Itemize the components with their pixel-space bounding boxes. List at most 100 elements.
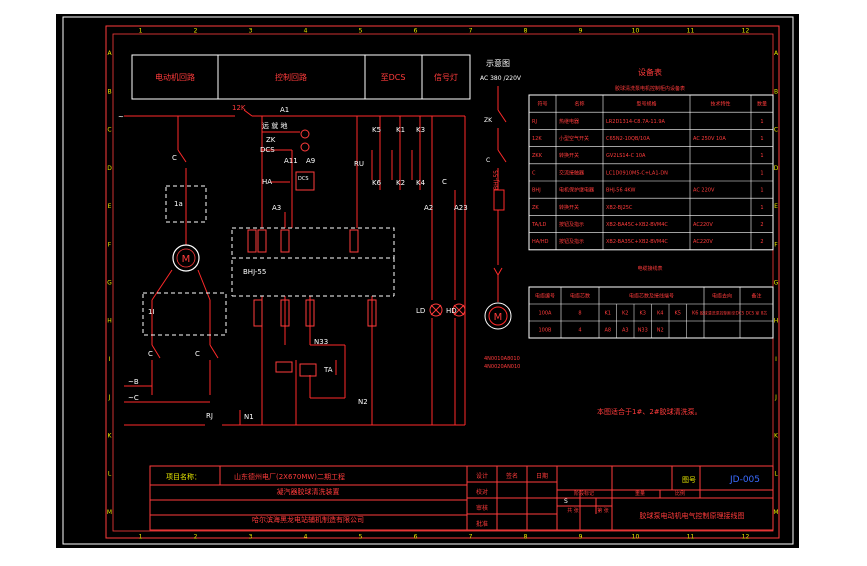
grid-row-right-H: H bbox=[774, 318, 779, 325]
grid-col-top-10: 10 bbox=[632, 28, 640, 35]
grid-col-top-2: 2 bbox=[194, 28, 198, 35]
relay-k3-label: K3 bbox=[416, 126, 425, 134]
equipment-table-frame bbox=[528, 94, 774, 251]
scale-label-1: 重量 bbox=[635, 490, 645, 497]
equipment-cell: 1 bbox=[760, 136, 763, 142]
grid-col-bottom-12: 12 bbox=[742, 534, 750, 541]
grid-col-bottom-11: 11 bbox=[687, 534, 695, 541]
equipment-cell: BHJ bbox=[532, 188, 541, 194]
supply-tilde-label: ~ bbox=[118, 113, 124, 121]
equipment-cell: 热继电器 bbox=[559, 118, 579, 125]
cable-cell: K4 bbox=[657, 311, 663, 317]
n1-label: N1 bbox=[244, 413, 254, 421]
cable-cell: 100B bbox=[539, 328, 553, 334]
grid-row-left-I: I bbox=[109, 356, 111, 363]
grid-col-bottom-10: 10 bbox=[632, 534, 640, 541]
grid-col-bottom-3: 3 bbox=[249, 534, 253, 541]
contactor-c-label: C bbox=[172, 154, 177, 162]
drawing-border bbox=[112, 33, 774, 532]
section-headers bbox=[131, 54, 471, 100]
grid-row-right-D: D bbox=[774, 165, 779, 172]
equipment-cell: AC 250V 10A bbox=[693, 136, 726, 142]
contact-a11-label: A11 bbox=[284, 157, 298, 165]
a3-label: A3 bbox=[272, 204, 281, 212]
grid-row-left-L: L bbox=[108, 471, 112, 478]
contactor-c-lamp-label: C bbox=[442, 178, 447, 186]
a1-label: A1 bbox=[280, 106, 289, 114]
column-0: 签名 bbox=[506, 472, 518, 480]
contact-c-left-label: C bbox=[148, 350, 153, 358]
ha-label: HA bbox=[262, 178, 272, 186]
motor-label: M bbox=[182, 254, 191, 265]
cable-cell: 4 bbox=[578, 328, 581, 334]
grid-col-top-7: 7 bbox=[469, 28, 473, 35]
cable-header-4: 备注 bbox=[751, 293, 761, 300]
indicator-lamps bbox=[300, 129, 466, 317]
equipment-cell: 2 bbox=[760, 222, 763, 228]
grid-row-right-C: C bbox=[774, 127, 778, 134]
hd-label: HD bbox=[446, 307, 457, 315]
contact-a9-label: A9 bbox=[306, 157, 315, 165]
cable-table-title: 电缆接线表 bbox=[637, 265, 662, 272]
grid-row-right-J: J bbox=[774, 394, 777, 401]
grid-col-top-1: 1 bbox=[139, 28, 143, 35]
ta-label: TA bbox=[323, 366, 333, 374]
cable-header-0: 电缆编号 bbox=[535, 293, 555, 300]
schematic-labels: ~ 12K A1 远 就 地 ZK DCS A11 A9 HA DCS A3 K… bbox=[118, 104, 468, 421]
grid-col-top-8: 8 bbox=[524, 28, 528, 35]
grid-col-bottom-9: 9 bbox=[579, 534, 583, 541]
cable-cell: N2 bbox=[657, 328, 664, 334]
one-a-label: 1a bbox=[174, 200, 183, 208]
relay-k6-label: K6 bbox=[372, 179, 382, 187]
one-i-label: 1I bbox=[148, 308, 155, 316]
outer-frame bbox=[62, 16, 794, 545]
grid-row-left-G: G bbox=[107, 280, 112, 287]
phase-b-label: ~B bbox=[128, 378, 139, 386]
cable-cell: K2 bbox=[622, 311, 628, 317]
equipment-header-3: 技术特性 bbox=[710, 101, 730, 108]
equipment-cell: TA/LD bbox=[531, 222, 547, 228]
equipment-cell: 1 bbox=[760, 170, 763, 176]
grid-row-left-F: F bbox=[108, 241, 112, 248]
grid-row-right-F: F bbox=[774, 241, 778, 248]
single-line-bhj: BHJ-55 bbox=[493, 170, 500, 190]
grid-row-right-K: K bbox=[774, 432, 779, 439]
cable-cell: 100A bbox=[539, 311, 553, 317]
grid-row-left-B: B bbox=[107, 88, 111, 95]
grid-col-top-3: 3 bbox=[249, 28, 253, 35]
relay-k2-label: K2 bbox=[396, 179, 405, 187]
single-line-diagram bbox=[484, 86, 512, 330]
equipment-cell: XB2-BA35C+XB2-BVM4C bbox=[606, 239, 668, 245]
grid-col-top-4: 4 bbox=[304, 28, 308, 35]
n2-label: N2 bbox=[358, 398, 368, 406]
equipment-cell: AC 220V bbox=[693, 188, 715, 194]
project-label: 项目名称： bbox=[166, 472, 201, 481]
equipment-cell: 1 bbox=[760, 119, 763, 125]
grid-col-top-11: 11 bbox=[687, 28, 695, 35]
cable-cell: DCS 室 8芯 bbox=[746, 310, 768, 316]
equipment-cell: HA/HD bbox=[532, 239, 549, 245]
equipment-header-4: 数量 bbox=[757, 101, 767, 108]
equipment-cell: 1 bbox=[760, 153, 763, 159]
dcs-label: DCS bbox=[260, 146, 275, 154]
terminal-blocks bbox=[247, 171, 377, 377]
bhj-label: BHJ-55 bbox=[243, 268, 266, 276]
equipment-cell: 按钮及指示 bbox=[559, 221, 584, 228]
relay-k5-label: K5 bbox=[372, 126, 381, 134]
role-1: 校对 bbox=[476, 488, 488, 496]
cable-header-1: 电缆芯数 bbox=[570, 293, 590, 300]
role-3: 批准 bbox=[476, 520, 488, 528]
motor-symbol bbox=[172, 244, 200, 272]
scale-label-2: 比例 bbox=[675, 490, 685, 497]
section-signal-lamp: 信号灯 bbox=[434, 72, 458, 82]
equipment-cell: 12K bbox=[532, 136, 542, 142]
equipment-cell: 小型空气开关 bbox=[559, 135, 589, 142]
cable-cell: K6 bbox=[692, 311, 698, 317]
project-name: 山东德州电厂(2X670MW)二期工程 bbox=[234, 472, 345, 481]
grid-row-right-I: I bbox=[775, 356, 777, 363]
grid-row-left-A: A bbox=[107, 50, 112, 57]
